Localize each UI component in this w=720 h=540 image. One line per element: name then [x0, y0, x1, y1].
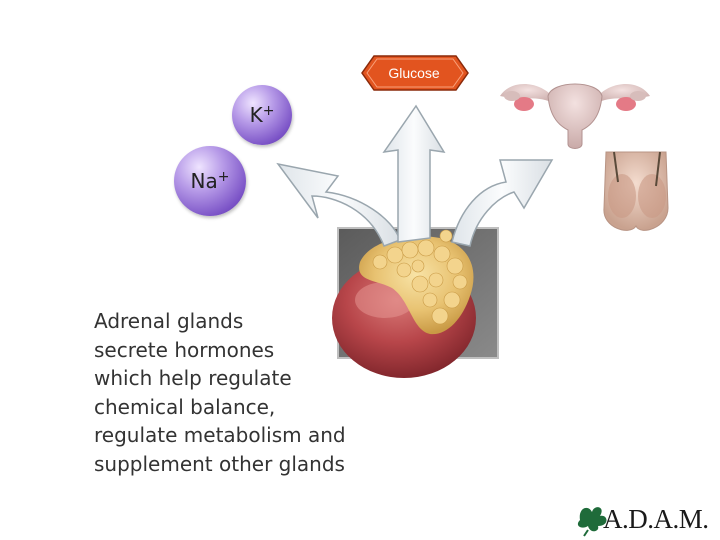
caption-line: regulate metabolism and	[94, 423, 346, 447]
arrow-to-glucose	[382, 104, 446, 243]
adrenal-gland-image	[332, 227, 499, 378]
sodium-symbol: Na	[190, 169, 218, 193]
potassium-symbol: K	[249, 103, 263, 127]
testes-illustration	[603, 151, 669, 231]
sodium-ion: Na+	[174, 146, 246, 216]
caption: Adrenal glands secrete hormones which he…	[94, 307, 404, 478]
potassium-ion: K+	[232, 85, 292, 145]
caption-line: which help regulate	[94, 366, 292, 390]
caption-line: chemical balance,	[94, 394, 276, 419]
potassium-charge: +	[262, 103, 275, 119]
caption-line: secrete hormones	[94, 337, 275, 362]
uterus-illustration	[500, 83, 650, 149]
sodium-charge: +	[217, 169, 230, 185]
caption-line: Adrenal glands	[94, 309, 244, 333]
arrow-to-ions	[276, 162, 401, 247]
glucose-label: Glucose	[388, 65, 440, 81]
adam-leaf-icon	[577, 507, 607, 537]
arrow-to-gonads	[451, 159, 554, 247]
glucose-tag	[361, 55, 469, 91]
caption-line: supplement other glands	[94, 451, 345, 476]
adam-logo-text: A.D.A.M.	[603, 504, 709, 534]
